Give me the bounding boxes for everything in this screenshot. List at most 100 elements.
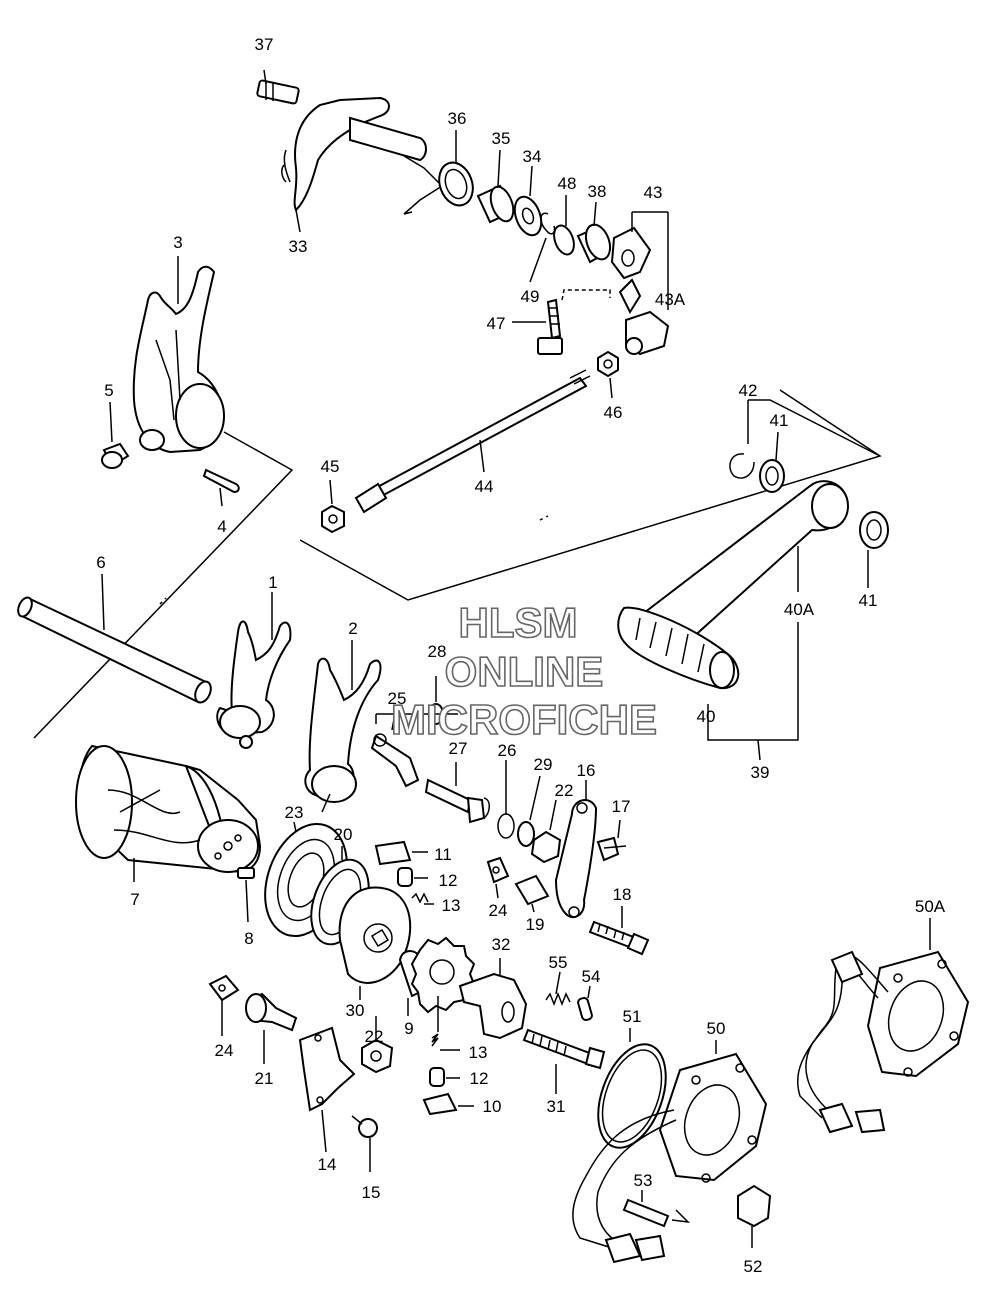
part-label-31: 31 <box>547 1097 566 1116</box>
part-label-15: 15 <box>362 1183 381 1202</box>
part-label-45: 45 <box>321 457 340 476</box>
part-label-36: 36 <box>448 109 467 128</box>
spring-26-drawing <box>497 760 515 839</box>
nut-45-drawing <box>321 479 345 534</box>
part-label-40: 40 <box>697 707 716 726</box>
part-label-33: 33 <box>289 237 308 256</box>
oil-seal-38-drawing <box>576 201 612 264</box>
shift-drum-7-drawing <box>75 744 262 882</box>
circlip-42-drawing <box>729 399 881 479</box>
screw-15-drawing <box>351 1115 378 1172</box>
part-label-53: 53 <box>634 1171 653 1190</box>
spring-13b-drawing <box>431 1033 460 1051</box>
part-label-51: 51 <box>623 1007 642 1026</box>
watermark-line2: ONLINE <box>445 648 604 695</box>
watermark-line1: HLSM <box>459 599 578 646</box>
part-label-12-upper: 12 <box>439 871 458 890</box>
spring-13-drawing <box>411 892 434 905</box>
plate-14-drawing <box>298 1026 356 1153</box>
part-label-4: 4 <box>217 517 226 536</box>
part-label-50a: 50A <box>915 897 946 916</box>
nut-22b-drawing <box>361 1016 394 1074</box>
bolt-47-drawing <box>512 289 611 355</box>
part-label-47: 47 <box>487 314 506 333</box>
cotter-pin-4-drawing <box>202 468 240 507</box>
collar-19-drawing <box>514 874 550 913</box>
pawl-10-drawing <box>422 1092 474 1116</box>
part-drawings <box>17 69 970 1264</box>
part-label-3: 3 <box>173 233 182 252</box>
part-labels: 37 36 35 34 48 38 43 43A 33 49 47 46 3 5… <box>96 35 946 1276</box>
part-label-43: 43 <box>644 183 663 202</box>
part-label-26: 26 <box>498 741 517 760</box>
part-label-1: 1 <box>268 573 277 592</box>
pin-54-drawing <box>577 985 593 1022</box>
shift-fork-3-drawing <box>132 256 225 454</box>
part-label-52: 52 <box>744 1257 763 1276</box>
link-16-drawing <box>554 780 598 919</box>
part-label-49: 49 <box>521 287 540 306</box>
part-label-17: 17 <box>612 797 631 816</box>
part-label-21: 21 <box>255 1069 274 1088</box>
o-ring-51-drawing <box>597 1028 667 1149</box>
part-label-13-lower: 13 <box>469 1043 488 1062</box>
part-label-7: 7 <box>130 890 139 909</box>
screw-53-drawing <box>622 1190 691 1228</box>
shift-arm-32-drawing <box>458 958 528 1040</box>
part-label-34: 34 <box>523 147 542 166</box>
part-label-28: 28 <box>428 642 447 661</box>
part-label-8: 8 <box>244 929 253 948</box>
pawl-11-drawing <box>374 840 428 866</box>
part-label-35: 35 <box>492 129 511 148</box>
part-label-23: 23 <box>285 803 304 822</box>
arm-25-drawing <box>370 707 420 788</box>
part-label-24-upper: 24 <box>489 901 508 920</box>
part-label-13-upper: 13 <box>442 896 461 915</box>
collar-22a-drawing <box>530 799 562 864</box>
fork-shaft-6-drawing <box>17 573 212 704</box>
part-label-39: 39 <box>751 763 770 782</box>
part-label-6: 6 <box>96 553 105 572</box>
part-label-32: 32 <box>492 935 511 954</box>
bolt-21-drawing <box>245 992 298 1064</box>
screw-17-drawing <box>596 819 627 862</box>
part-label-55: 55 <box>549 953 568 972</box>
part-label-40a: 40A <box>784 600 815 619</box>
gear-switch-50a-drawing <box>796 918 970 1134</box>
part-label-24-lower: 24 <box>215 1041 234 1060</box>
part-label-27: 27 <box>449 739 468 758</box>
stopper-27-drawing <box>375 713 490 824</box>
part-label-54: 54 <box>582 967 601 986</box>
cam-plate-30-drawing <box>338 886 412 1000</box>
pin-8-drawing <box>237 867 255 923</box>
cap-52-drawing <box>737 1184 772 1248</box>
washer-41b-drawing <box>859 511 889 588</box>
part-label-2: 2 <box>348 619 357 638</box>
shift-fork-2-drawing <box>304 640 382 813</box>
bolt-37-drawing <box>256 69 300 105</box>
part-label-29: 29 <box>534 755 553 774</box>
washer-41a-drawing <box>759 431 785 493</box>
part-label-42: 42 <box>739 381 758 400</box>
plate-24b-drawing <box>208 974 240 1036</box>
bolt-31-drawing <box>522 1028 606 1094</box>
part-label-25: 25 <box>388 689 407 708</box>
part-label-50: 50 <box>707 1019 726 1038</box>
part-label-22-upper: 22 <box>555 781 574 800</box>
part-label-22-lower: 22 <box>365 1027 384 1046</box>
part-label-19: 19 <box>526 915 545 934</box>
joint-43-drawing <box>610 211 670 356</box>
part-label-46: 46 <box>604 403 623 422</box>
part-label-41-lower: 41 <box>859 591 878 610</box>
part-label-11: 11 <box>434 845 452 864</box>
bush-35-drawing <box>476 149 515 224</box>
spring-36-drawing <box>438 130 474 207</box>
screw-18-drawing <box>588 906 650 956</box>
part-label-5: 5 <box>104 381 113 400</box>
part-label-9: 9 <box>404 1019 413 1038</box>
pin-12-drawing <box>397 867 428 887</box>
circlip-49-drawing <box>529 212 556 283</box>
gear-switch-50-drawing <box>572 1040 768 1264</box>
rod-44-drawing <box>354 369 591 514</box>
